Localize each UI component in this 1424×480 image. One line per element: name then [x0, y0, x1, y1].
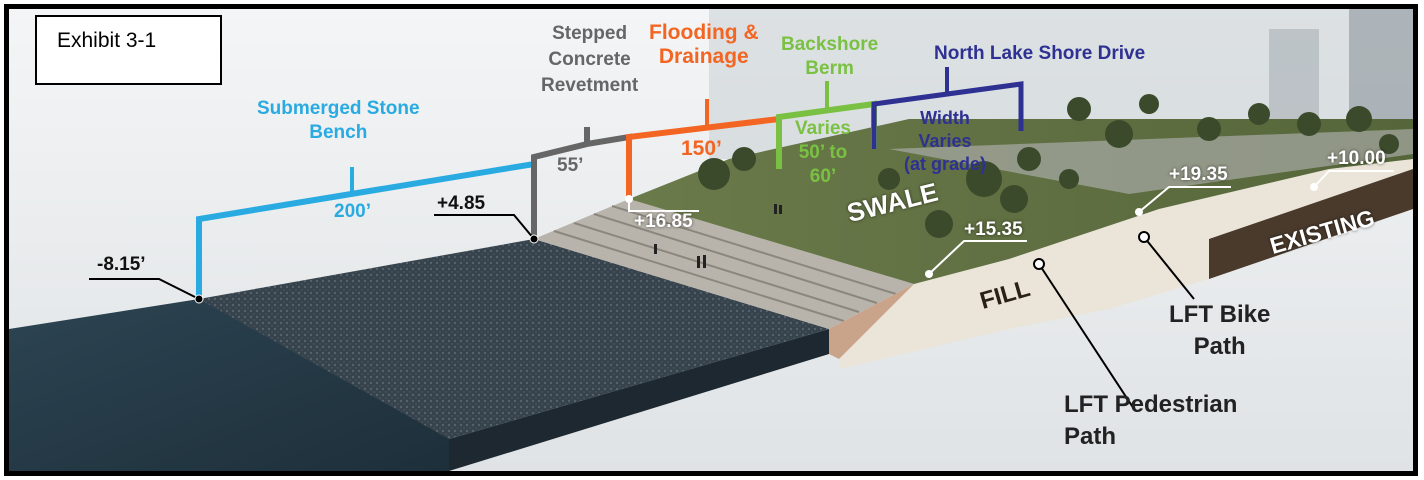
- flooding-title-line2: Drainage: [658, 45, 749, 68]
- elevation-lake: -8.15’: [97, 254, 146, 275]
- berm-width-line2: 50’ to: [798, 142, 848, 163]
- pedestrian-path-line2: Path: [1064, 423, 1117, 450]
- stepped-revetment: [534, 199, 914, 329]
- exhibit-frame: Exhibit 3-1 Submerged Stone Bench 200’ S…: [4, 4, 1418, 476]
- trees: [698, 94, 1399, 238]
- berm-title-line2: Berm: [805, 58, 854, 79]
- elevation-markers-white: [625, 183, 1318, 278]
- flooding-title: Flooding & Drainage: [649, 21, 759, 69]
- elevation-bike-path: +19.35: [1169, 164, 1228, 185]
- exhibit-label-text: Exhibit 3-1: [57, 29, 157, 52]
- flooding-width: 150’: [681, 137, 722, 160]
- drive-title: North Lake Shore Drive: [934, 43, 1146, 64]
- existing-soil: [1209, 169, 1413, 279]
- shoreline-cross-section: [9, 9, 1413, 471]
- berm-title: Backshore Berm: [781, 33, 878, 81]
- drive-width-line3: (at grade): [904, 154, 987, 174]
- step-lines: [553, 205, 897, 322]
- berm-width-line1: Varies: [795, 118, 851, 139]
- berm-width: Varies 50’ to 60’: [795, 117, 851, 189]
- distant-building: [1269, 29, 1319, 119]
- bike-path-marker: [1138, 231, 1150, 243]
- revetment-title-line2: Concrete: [548, 49, 631, 70]
- stone-bench-face: [449, 329, 829, 471]
- berm-title-line1: Backshore: [781, 34, 879, 55]
- elevation-existing: +10.00: [1327, 148, 1386, 169]
- revetment-title-line3: Revetment: [541, 75, 639, 96]
- path-callout-lines: [1038, 236, 1195, 410]
- berm-width-line3: 60’: [809, 166, 837, 187]
- fill-section: [839, 159, 1413, 369]
- elevation-bench-top: +4.85: [437, 193, 486, 214]
- bench-width: 200’: [334, 201, 371, 222]
- drive-width: Width Varies (at grade): [904, 107, 986, 176]
- drive-width-line2: Varies: [918, 131, 972, 151]
- elevation-markers: [194, 234, 539, 304]
- elevation-leaders: [89, 214, 535, 300]
- lake-water: [9, 299, 449, 471]
- pedestrian-path-line1: LFT Pedestrian: [1064, 391, 1238, 418]
- bench-title: Submerged Stone Bench: [257, 97, 420, 145]
- submerged-stone-bench: [199, 239, 829, 439]
- bike-path-line1: LFT Bike: [1169, 301, 1271, 328]
- revetment-title: Stepped Concrete Revetment: [541, 21, 638, 99]
- exhibit-label: Exhibit 3-1: [35, 15, 222, 85]
- bench-title-line2: Bench: [309, 122, 368, 143]
- elevation-fill-low: +15.35: [964, 219, 1023, 240]
- bike-path-line2: Path: [1193, 333, 1246, 360]
- drive-width-line1: Width: [920, 108, 970, 128]
- pedestrians: [654, 204, 782, 268]
- revetment-title-line1: Stepped: [552, 23, 628, 44]
- pedestrian-path-callout: LFT Pedestrian Path: [1064, 389, 1237, 453]
- bike-path-callout: LFT Bike Path: [1169, 299, 1270, 363]
- flooding-title-line1: Flooding &: [649, 21, 759, 44]
- elevation-revetment-top: +16.85: [634, 211, 693, 232]
- roadway: [889, 129, 1413, 194]
- revetment-width: 55’: [557, 155, 584, 176]
- pedestrian-path-marker: [1033, 258, 1045, 270]
- bench-title-line1: Submerged Stone: [257, 98, 420, 119]
- revetment-face: [829, 284, 914, 359]
